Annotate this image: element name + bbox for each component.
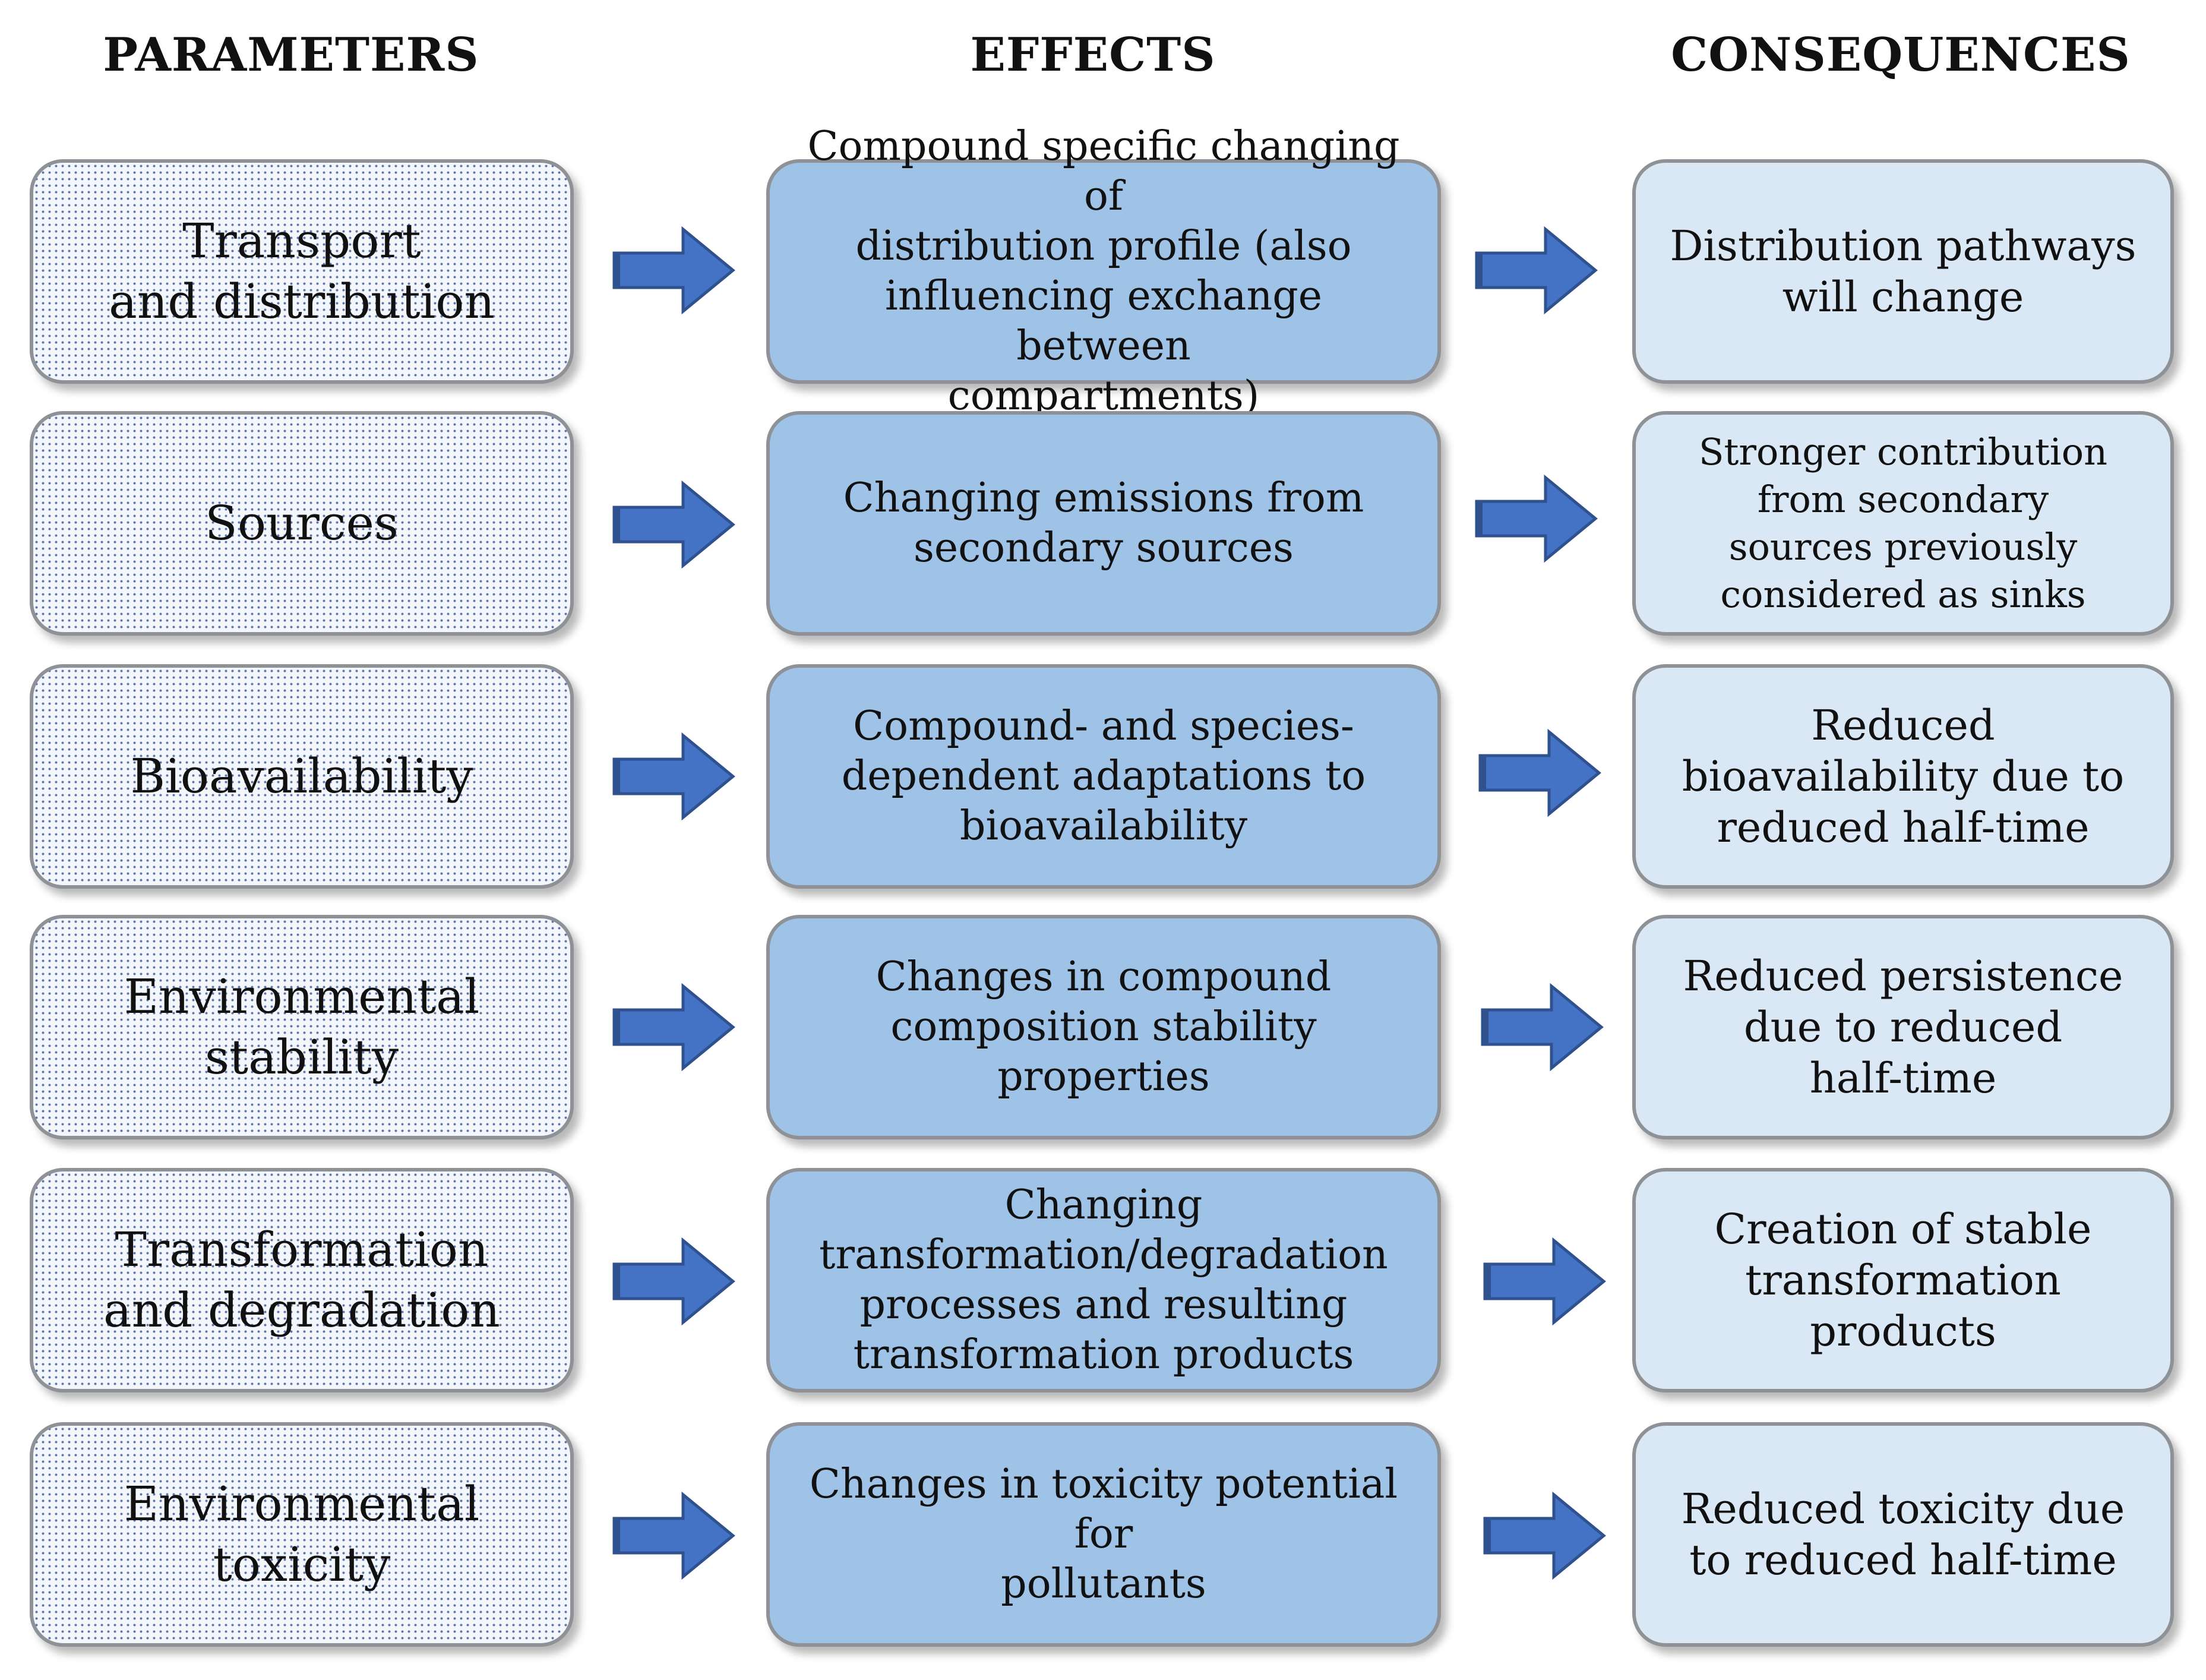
arrow-right-icon [612,480,737,569]
arrow-right-icon [1483,1491,1607,1580]
parameter-label: Transport and distribution [109,213,495,329]
consequence-box-toxicity: Reduced toxicity due to reduced half-tim… [1632,1422,2174,1647]
effect-label: Changing transformation/degradation proc… [819,1182,1388,1378]
arrow-right-icon [612,226,737,315]
consequence-label: Creation of stable transformation produc… [1714,1205,2092,1356]
arrow-right-icon [1478,728,1603,817]
parameter-box-bioavailability: Bioavailability [30,664,574,889]
arrow-right-icon [1483,1237,1607,1326]
arrow-right-icon [1480,983,1605,1072]
header-effects: EFFECTS [970,28,1216,82]
effect-label: Changing emissions from secondary source… [843,475,1364,571]
consequence-box-bioavailability: Reduced bioavailability due to reduced h… [1632,664,2174,889]
effect-box-transformation: Changing transformation/degradation proc… [766,1168,1441,1392]
parameter-box-transformation: Transformation and degradation [30,1168,574,1392]
effect-label: Compound- and species- dependent adaptat… [841,703,1366,850]
effect-box-stability: Changes in compound composition stabilit… [766,915,1441,1139]
consequence-box-sources: Stronger contribution from secondary sou… [1632,411,2174,636]
header-consequences: CONSEQUENCES [1671,28,2131,82]
effect-box-sources: Changing emissions from secondary source… [766,411,1441,636]
parameter-label: Environmental stability [124,969,480,1085]
effect-box-bioavailability: Compound- and species- dependent adaptat… [766,664,1441,889]
consequence-label: Reduced persistence due to reduced half-… [1683,952,2123,1103]
parameter-label: Environmental toxicity [124,1476,480,1592]
effect-label: Changes in compound composition stabilit… [876,953,1332,1100]
effect-label: Compound specific changing of distributi… [807,123,1400,419]
parameter-box-stability: Environmental stability [30,915,574,1139]
parameter-label: Transformation and degradation [103,1222,500,1338]
effect-label: Changes in toxicity potential for pollut… [809,1461,1398,1608]
arrow-right-icon [1474,226,1599,315]
consequence-label: Stronger contribution from secondary sou… [1699,430,2107,616]
parameter-box-transport: Transport and distribution [30,159,574,384]
header-parameters: PARAMETERS [103,28,479,82]
consequence-label: Reduced toxicity due to reduced half-tim… [1681,1485,2125,1584]
effect-box-toxicity: Changes in toxicity potential for pollut… [766,1422,1441,1647]
arrow-right-icon [612,1491,737,1580]
parameter-label: Bioavailability [130,749,473,804]
parameter-box-toxicity: Environmental toxicity [30,1422,574,1647]
parameter-box-sources: Sources [30,411,574,636]
consequence-label: Distribution pathways will change [1670,222,2137,321]
arrow-right-icon [612,1237,737,1326]
arrow-right-icon [612,983,737,1072]
consequence-box-stability: Reduced persistence due to reduced half-… [1632,915,2174,1139]
parameter-label: Sources [205,495,399,551]
arrow-right-icon [1474,474,1599,563]
effect-box-transport: Compound specific changing of distributi… [766,123,1441,419]
arrow-right-icon [612,732,737,821]
consequence-box-transformation: Creation of stable transformation produc… [1632,1168,2174,1392]
consequence-label: Reduced bioavailability due to reduced h… [1682,701,2125,852]
consequence-box-transport: Distribution pathways will change [1632,159,2174,384]
